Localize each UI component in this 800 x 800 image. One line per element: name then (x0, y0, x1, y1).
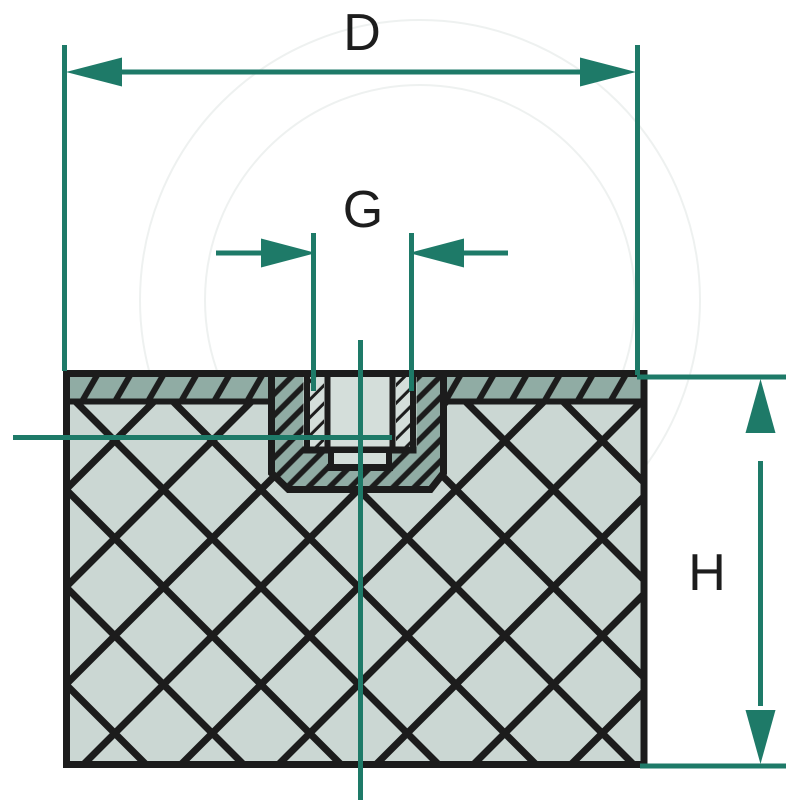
g-label: G (343, 181, 383, 239)
d-label: D (343, 4, 381, 62)
dimension-g: G (216, 181, 508, 391)
h-arrowhead-bottom-icon (745, 710, 776, 764)
g-arrowhead-right-icon (409, 238, 464, 268)
dimension-h: H (637, 374, 786, 769)
buffer-body (63, 370, 648, 768)
g-arrowhead-left-icon (261, 238, 316, 268)
d-arrowhead-left-icon (66, 57, 122, 87)
dimension-d: D (62, 4, 640, 375)
h-arrowhead-top-icon (745, 379, 776, 433)
thread-ticks-right (396, 374, 410, 450)
d-arrowhead-right-icon (580, 57, 636, 87)
thread-wall-lines (304, 374, 416, 450)
thread-ticks-left (310, 374, 324, 450)
body-outline (63, 370, 648, 768)
reference-lines (13, 340, 392, 800)
h-label: H (688, 544, 726, 602)
